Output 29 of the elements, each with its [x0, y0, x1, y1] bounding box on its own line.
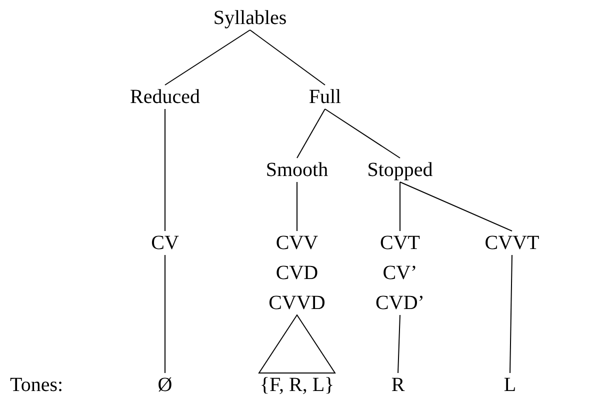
tree-branch [398, 314, 400, 374]
tree-branch [164, 30, 250, 86]
tree-branch [250, 30, 326, 86]
node-label: CVT [379, 231, 421, 256]
tree-branch [164, 254, 166, 374]
tree-branch [164, 108, 166, 232]
row-label: Tones: [10, 373, 64, 398]
node-label: CV [151, 231, 179, 256]
node-label: Smooth [266, 158, 328, 183]
tree-branch [400, 182, 512, 232]
node-label: Stopped [367, 158, 433, 183]
node-label: Ø [158, 373, 172, 398]
tree-branch [324, 108, 400, 158]
node-label: CVVT [484, 231, 540, 256]
node-label: {F, R, L} [260, 373, 334, 398]
node-label: CVD [274, 261, 320, 286]
node-label: R [391, 373, 405, 398]
node-label: Syllables [213, 6, 287, 31]
node-label: Full [308, 85, 342, 110]
node-label: CVV [274, 231, 320, 256]
node-label: L [504, 373, 516, 398]
node-label: Reduced [130, 85, 200, 110]
node-label: CVVD [268, 291, 326, 316]
tree-branch [296, 182, 298, 232]
node-label: CV’ [382, 261, 418, 286]
tree-branch [296, 108, 326, 158]
abbreviation-triangle [258, 314, 336, 374]
tree-branch [510, 254, 512, 374]
node-label: CVD’ [376, 291, 424, 316]
